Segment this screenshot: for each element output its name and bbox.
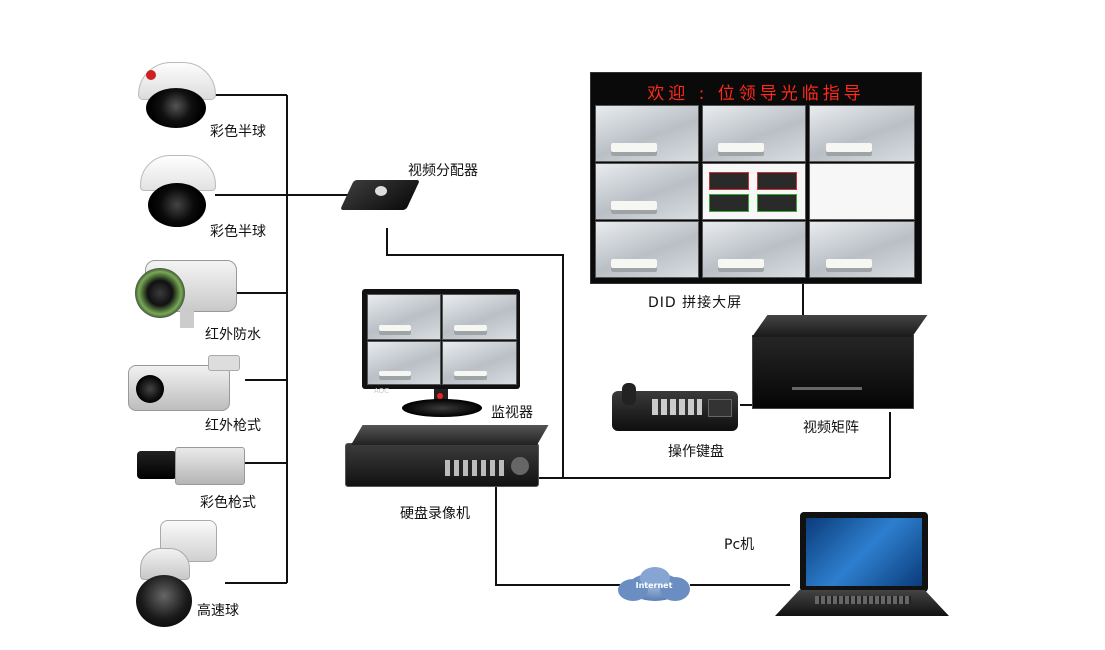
screen-banner: 欢迎 : 位领导光临指导 xyxy=(647,84,865,104)
monitor-badge: AOC xyxy=(374,387,390,395)
power-led-icon xyxy=(437,393,443,399)
color-box-camera xyxy=(137,443,247,488)
dome-camera-2 xyxy=(140,155,218,230)
dvr-recorder xyxy=(345,425,549,487)
internet-cloud: Internet xyxy=(618,565,690,607)
monitor-label: 监视器 xyxy=(491,405,533,421)
cam5-label: 彩色枪式 xyxy=(200,495,256,511)
cam6-label: 高速球 xyxy=(197,603,239,619)
cam4-label: 红外枪式 xyxy=(205,418,261,434)
video-matrix xyxy=(752,315,928,415)
dvr-to-internet-link xyxy=(495,485,620,586)
speed-dome-camera xyxy=(130,520,220,630)
ir-gun-camera xyxy=(128,355,243,415)
monitor: AOC xyxy=(362,289,522,421)
big-screen-label: DID 拼接大屏 xyxy=(648,295,743,311)
matrix-label: 视频矩阵 xyxy=(803,420,859,436)
control-keyboard xyxy=(612,383,740,433)
dome-camera-1 xyxy=(138,62,218,130)
internet-label: Internet xyxy=(635,581,673,590)
splitter-to-dvr-link xyxy=(386,228,564,478)
ir-bullet-camera xyxy=(135,260,240,330)
cam3-label: 红外防水 xyxy=(205,327,261,343)
video-splitter xyxy=(340,170,420,214)
did-video-wall: 欢迎 : 位领导光临指导 xyxy=(590,72,922,284)
cam2-label: 彩色半球 xyxy=(210,224,266,240)
splitter-label: 视频分配器 xyxy=(408,163,478,179)
brand-logo-icon xyxy=(146,70,156,80)
cam1-label: 彩色半球 xyxy=(210,124,266,140)
keyboard-label: 操作键盘 xyxy=(668,444,724,460)
dvr-label: 硬盘录像机 xyxy=(400,506,470,522)
pc-laptop xyxy=(775,512,950,620)
pc-label: Pc机 xyxy=(724,537,755,553)
